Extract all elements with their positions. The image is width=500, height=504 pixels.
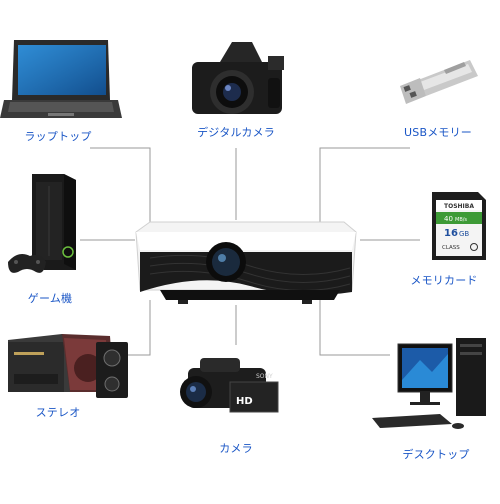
game-console-icon (8, 174, 76, 273)
sd-card-brand: TOSHIBA (444, 203, 474, 210)
camcorder-icon: HD SONY (180, 358, 279, 413)
projector-icon (135, 221, 357, 304)
label-game: ゲーム機 (27, 292, 73, 305)
label-camcorder: カメラ (219, 442, 253, 455)
line-laptop (90, 147, 151, 228)
sd-card-speed: 40 (444, 215, 453, 223)
desktop-computer-icon (372, 338, 486, 429)
sd-card-capacity-unit: GB (459, 230, 469, 238)
label-laptop: ラップトップ (24, 130, 92, 143)
sd-card-icon: TOSHIBA 40 MB/s 16 GB CLASS (432, 192, 486, 260)
usb-icon (400, 60, 478, 104)
camcorder-brand: SONY (256, 373, 273, 380)
label-stereo: ステレオ (35, 406, 81, 419)
sd-card-capacity: 16 (444, 228, 458, 239)
sd-card-speed-unit: MB/s (455, 217, 467, 223)
label-desktop: デスクトップ (402, 448, 470, 461)
label-card: メモリカード (410, 274, 478, 287)
line-usb (319, 147, 410, 228)
stereo-icon (8, 334, 128, 398)
line-desktop (319, 300, 390, 356)
laptop-icon (0, 40, 122, 118)
sd-card-class: CLASS (442, 245, 460, 251)
label-digital-camera: デジタルカメラ (197, 126, 275, 139)
digital-camera-icon (192, 42, 284, 114)
camcorder-badge: HD (236, 396, 253, 407)
label-usb: USBメモリー (404, 126, 472, 139)
